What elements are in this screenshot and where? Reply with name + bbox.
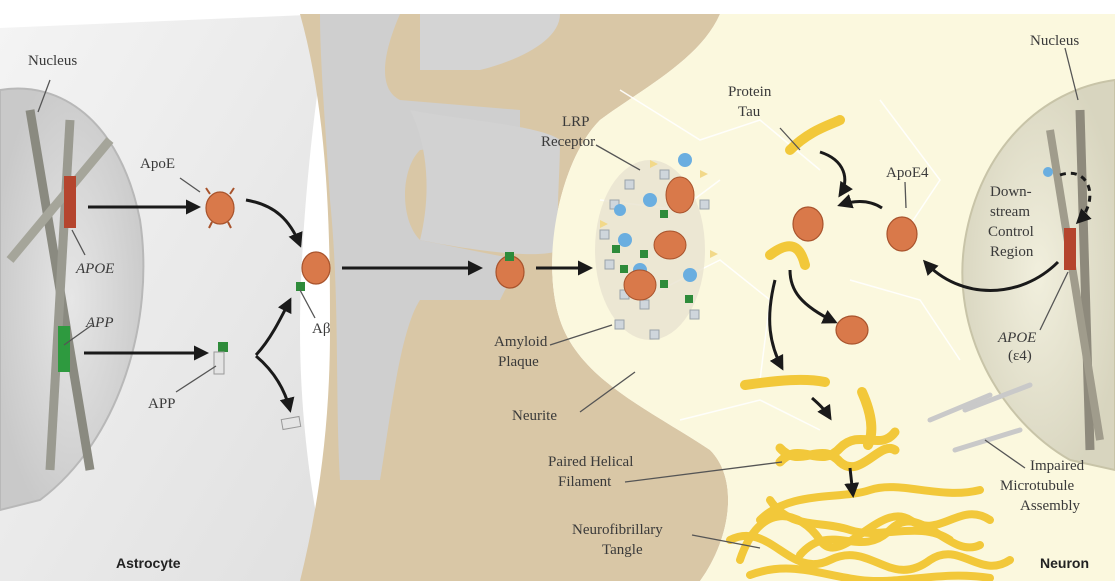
label-apoe: ApoE <box>140 156 175 172</box>
label-apoe-gene: APOE <box>75 261 114 277</box>
label-app: APP <box>148 396 176 412</box>
control-region-marker <box>1043 167 1053 177</box>
app-gene-marker <box>58 326 70 372</box>
label-nucleus-left: Nucleus <box>28 53 77 69</box>
label-impaired-3: Assembly <box>1020 498 1081 514</box>
label-astrocyte: Astrocyte <box>116 555 181 571</box>
label-impaired-2: Microtubule <box>1000 478 1074 494</box>
label-apoe4: ApoE4 <box>886 165 929 181</box>
label-protein-tau-1: Protein <box>728 84 772 100</box>
label-nucleus-right: Nucleus <box>1030 33 1079 49</box>
label-impaired-1: Impaired <box>1030 458 1085 474</box>
label-nft-1: Neurofibrillary <box>572 522 663 538</box>
label-amyloid-1: Amyloid <box>494 334 548 350</box>
label-neurite: Neurite <box>512 408 557 424</box>
apoe-gene-marker <box>64 176 76 228</box>
label-nft-2: Tangle <box>602 542 643 558</box>
label-protein-tau-2: Tau <box>738 104 761 120</box>
label-lrp-1: LRP <box>562 114 590 130</box>
label-downstream-3: Control <box>988 224 1034 240</box>
label-phf-1: Paired Helical <box>548 454 633 470</box>
label-amyloid-2: Plaque <box>498 354 539 370</box>
label-app-gene: APP <box>85 315 114 331</box>
label-abeta: Aβ <box>312 321 330 337</box>
label-downstream-2: stream <box>990 204 1030 220</box>
label-lrp-2: Receptor <box>541 134 595 150</box>
label-downstream-1: Down- <box>990 184 1032 200</box>
label-downstream-4: Region <box>990 244 1034 260</box>
label-apoe-e4-1: APOE <box>997 330 1036 346</box>
label-neuron: Neuron <box>1040 555 1089 571</box>
label-phf-2: Filament <box>558 474 612 490</box>
neurite-grey-inner <box>410 110 560 254</box>
apoe-e4-gene-marker <box>1064 228 1076 270</box>
label-apoe-e4-2: (ε4) <box>1008 348 1032 364</box>
